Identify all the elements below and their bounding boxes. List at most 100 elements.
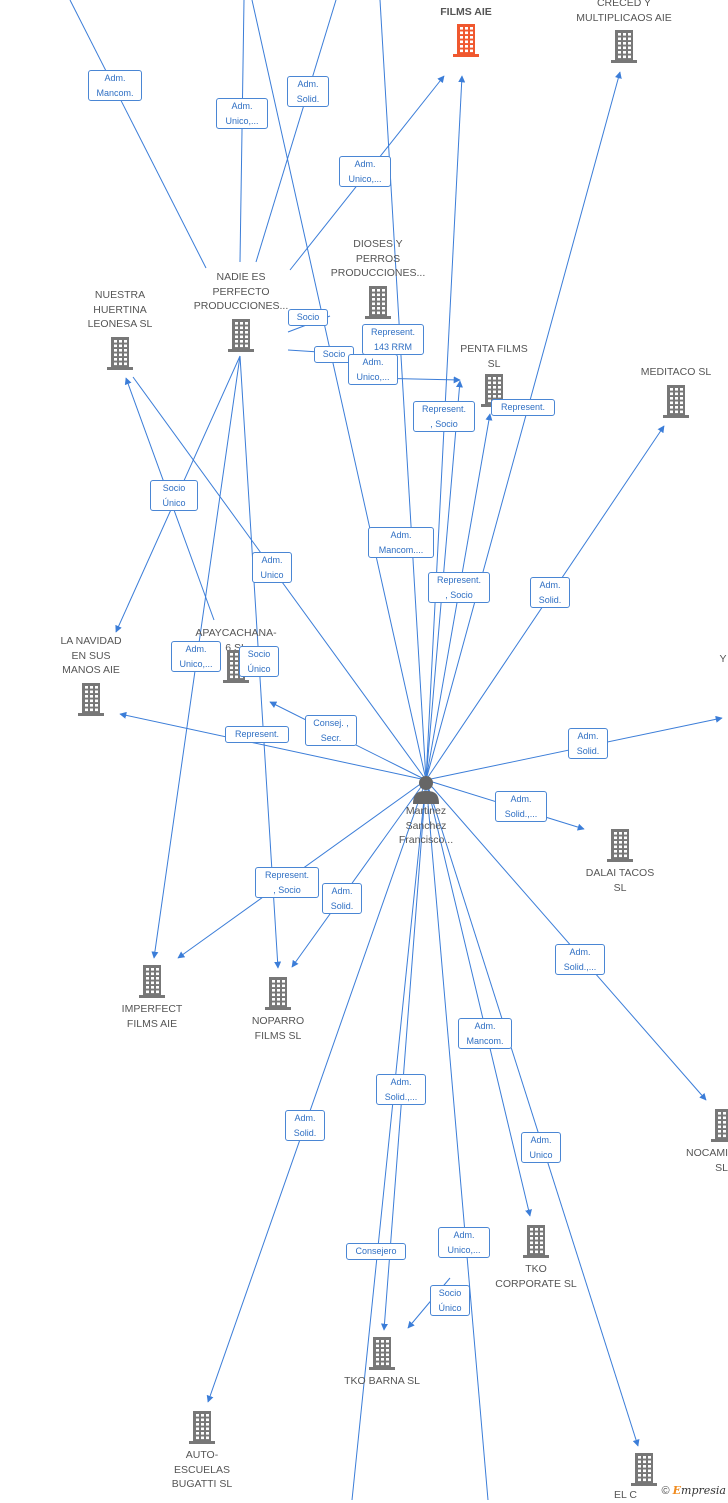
- edge-label[interactable]: Adm. Solid.: [322, 883, 362, 914]
- company-node-y[interactable]: Y: [718, 652, 728, 667]
- company-label: NOPARRO FILMS SL: [251, 1015, 305, 1042]
- building-icon: [262, 976, 294, 1010]
- building-icon: [660, 384, 692, 418]
- company-node-meditaco[interactable]: MEDITACO SL: [630, 365, 722, 418]
- company-node-navidad[interactable]: LA NAVIDAD EN SUS MANOS AIE: [46, 634, 136, 716]
- edge-label[interactable]: Socio Único: [239, 646, 279, 677]
- company-node-dalai[interactable]: DALAI TACOS SL: [574, 828, 666, 895]
- edge-label[interactable]: Adm. Solid.,...: [376, 1074, 426, 1105]
- person-icon: [412, 774, 440, 804]
- company-label: CRECED Y MULTIPLICAOS AIE: [576, 0, 672, 24]
- edge-label[interactable]: Represent. 143 RRM: [362, 324, 424, 355]
- edge-label[interactable]: Adm. Unico,...: [171, 641, 221, 672]
- company-node-dioses[interactable]: DIOSES Y PERROS PRODUCCIONES...: [322, 237, 434, 319]
- edge-label[interactable]: Represent. , Socio: [255, 867, 319, 898]
- company-label: NUESTRA HUERTINA LEONESA SL: [87, 289, 153, 330]
- edge-label[interactable]: Adm. Unico: [252, 552, 292, 583]
- edge-label[interactable]: Adm. Solid.: [568, 728, 608, 759]
- edge-label[interactable]: Consejero: [346, 1243, 406, 1260]
- edge-line: [425, 779, 532, 1217]
- building-icon: [366, 1336, 398, 1370]
- company-label: ILUSION FILMS AIE: [440, 0, 492, 18]
- edge-label[interactable]: Represent.: [491, 399, 555, 416]
- edge-line: [425, 779, 489, 1500]
- building-icon: [136, 964, 168, 998]
- edge-line: [69, 0, 207, 269]
- edge-label[interactable]: Adm. Mancom....: [368, 527, 434, 558]
- company-label: DIOSES Y PERROS PRODUCCIONES...: [330, 238, 426, 279]
- company-label: LA NAVIDAD EN SUS MANOS AIE: [60, 635, 122, 676]
- company-node-tkobarna[interactable]: TKO BARNA SL: [330, 1336, 434, 1389]
- edge-label[interactable]: Adm. Solid.: [530, 577, 570, 608]
- edge-label[interactable]: Represent.: [225, 726, 289, 743]
- brand-logo: Empresia: [672, 1484, 726, 1497]
- company-label: TKO BARNA SL: [344, 1375, 420, 1387]
- edge-label[interactable]: Adm. Solid.,...: [555, 944, 605, 975]
- edge-label[interactable]: Adm. Mancom.: [88, 70, 142, 101]
- edge-label[interactable]: Represent. , Socio: [428, 572, 490, 603]
- copyright-notice: © Empresia: [661, 1484, 726, 1497]
- company-node-tkocorp[interactable]: TKO CORPORATE SL: [484, 1224, 588, 1291]
- edge-label[interactable]: Consej. , Secr.: [305, 715, 357, 746]
- company-label: PENTA FILMS SL: [460, 343, 528, 370]
- company-node-auto[interactable]: AUTO- ESCUELAS BUGATTI SL: [156, 1410, 248, 1492]
- edge-label[interactable]: Adm. Mancom.: [458, 1018, 512, 1049]
- company-node-penta[interactable]: PENTA FILMS SL: [450, 342, 538, 407]
- edge-line: [206, 779, 427, 1403]
- edge-label[interactable]: Adm. Unico,...: [348, 354, 398, 385]
- building-icon: [608, 29, 640, 63]
- company-label: EL C: [614, 1489, 637, 1501]
- edge-label[interactable]: Adm. Solid.: [287, 76, 329, 107]
- building-icon: [225, 318, 257, 352]
- company-label: Y: [719, 653, 727, 665]
- edges: [69, 0, 723, 1500]
- edge-line: [351, 779, 427, 1500]
- company-label: IMPERFECT FILMS AIE: [121, 1003, 183, 1030]
- building-icon: [628, 1452, 660, 1486]
- edge-line: [379, 0, 427, 781]
- edge-line: [380, 779, 427, 1331]
- building-icon: [520, 1224, 552, 1258]
- edge-label[interactable]: Adm. Solid.,...: [495, 791, 547, 822]
- building-icon: [186, 1410, 218, 1444]
- person-node[interactable]: Martinez Sanchez Francisco...: [386, 774, 466, 848]
- building-icon: [708, 1108, 728, 1142]
- company-label: MEDITACO SL: [640, 366, 712, 378]
- edge-label[interactable]: Socio Único: [150, 480, 198, 511]
- company-node-nuestra[interactable]: NUESTRA HUERTINA LEONESA SL: [70, 288, 170, 370]
- company-node-ilusion[interactable]: ILUSION FILMS AIE: [416, 0, 516, 57]
- edge-line: [239, 0, 245, 263]
- building-icon: [450, 23, 482, 57]
- company-label: NOCAMI SL: [686, 1147, 728, 1174]
- edge-label[interactable]: Adm. Unico,...: [339, 156, 391, 187]
- edge-line: [425, 779, 707, 1101]
- edge-line: [251, 0, 427, 781]
- edge-label[interactable]: Socio: [288, 309, 328, 326]
- company-node-noparro[interactable]: NOPARRO FILMS SL: [234, 976, 322, 1043]
- building-icon: [75, 682, 107, 716]
- company-node-creced[interactable]: CRECED Y MULTIPLICAOS AIE: [564, 0, 684, 63]
- company-node-nocam[interactable]: NOCAMI SL: [684, 1108, 728, 1175]
- edge-label[interactable]: Represent. , Socio: [413, 401, 475, 432]
- company-node-elc[interactable]: EL C: [614, 1452, 674, 1503]
- edge-label[interactable]: Adm. Solid.: [285, 1110, 325, 1141]
- person-label: Martinez Sanchez Francisco...: [398, 805, 454, 846]
- copyright-symbol: ©: [661, 1485, 670, 1497]
- edge-label[interactable]: Adm. Unico,...: [216, 98, 268, 129]
- edge-label[interactable]: Socio Único: [430, 1285, 470, 1316]
- edge-line: [119, 711, 427, 781]
- building-icon: [362, 285, 394, 319]
- building-icon: [604, 828, 636, 862]
- company-label: NADIE ES PERFECTO PRODUCCIONES...: [193, 271, 289, 312]
- edge-line: [255, 0, 337, 263]
- company-node-imperfect[interactable]: IMPERFECT FILMS AIE: [106, 964, 198, 1031]
- company-label: DALAI TACOS SL: [585, 867, 655, 894]
- building-icon: [104, 336, 136, 370]
- edge-line: [425, 71, 622, 781]
- company-node-nadie[interactable]: NADIE ES PERFECTO PRODUCCIONES...: [186, 270, 296, 352]
- edge-label[interactable]: Adm. Unico,...: [438, 1227, 490, 1258]
- edge-label[interactable]: Adm. Unico: [521, 1132, 561, 1163]
- company-label: TKO CORPORATE SL: [495, 1263, 577, 1290]
- company-label: AUTO- ESCUELAS BUGATTI SL: [171, 1449, 233, 1490]
